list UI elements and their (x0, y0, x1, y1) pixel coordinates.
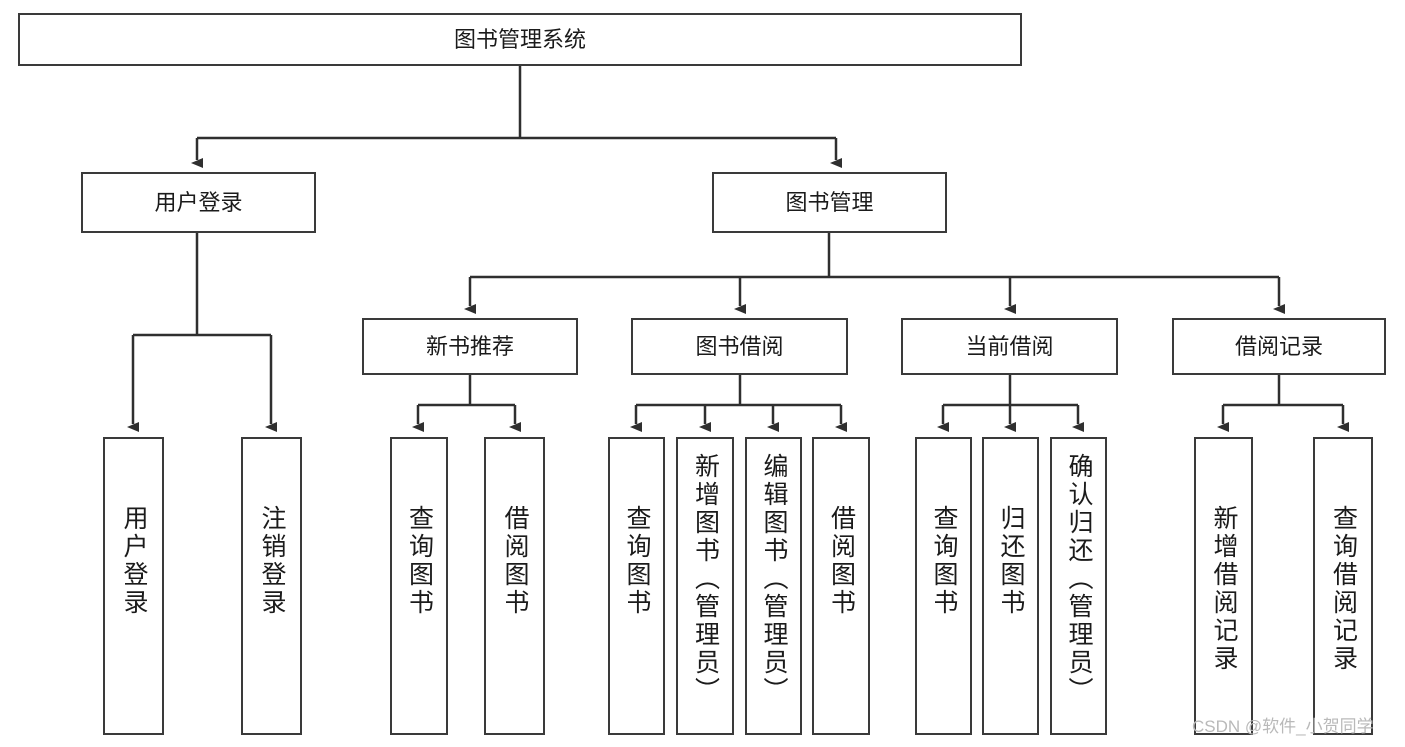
leaf-query-borrow-record[interactable]: 查询借阅记录 (1313, 437, 1373, 735)
leaf-logout-login[interactable]: 注销登录 (241, 437, 302, 735)
node-new-book-recommend[interactable]: 新书推荐 (362, 318, 578, 375)
node-book-borrow[interactable]: 图书借阅 (631, 318, 848, 375)
node-label: 查询图书 (405, 505, 434, 617)
leaf-query-book-recommend[interactable]: 查询图书 (390, 437, 448, 735)
node-label: 当前借阅 (965, 333, 1054, 359)
node-label: 查询图书 (623, 505, 651, 617)
leaf-query-book-current[interactable]: 查询图书 (915, 437, 972, 735)
leaf-add-book-admin[interactable]: 新增图书（管理员） (676, 437, 734, 735)
node-root-system[interactable]: 图书管理系统 (18, 13, 1022, 66)
node-label: 借阅记录 (1234, 333, 1323, 359)
node-label: 新书推荐 (425, 333, 514, 359)
node-label: 查询借阅记录 (1329, 505, 1358, 673)
csdn-watermark: CSDN @软件_小贺同学 (1192, 717, 1374, 736)
leaf-borrow-book-recommend[interactable]: 借阅图书 (484, 437, 545, 735)
leaf-query-book-borrow[interactable]: 查询图书 (608, 437, 665, 735)
node-label: 确认归还（管理员） (1065, 453, 1093, 705)
node-label: 用户登录 (154, 189, 243, 215)
leaf-user-login[interactable]: 用户登录 (103, 437, 164, 735)
leaf-return-book[interactable]: 归还图书 (982, 437, 1039, 735)
leaf-confirm-return-admin[interactable]: 确认归还（管理员） (1050, 437, 1107, 735)
node-label: 新增借阅记录 (1210, 505, 1238, 673)
leaf-edit-book-admin[interactable]: 编辑图书（管理员） (745, 437, 802, 735)
node-label: 新增图书（管理员） (691, 453, 720, 705)
node-book-management[interactable]: 图书管理 (712, 172, 947, 233)
node-label: 借阅图书 (827, 505, 856, 617)
node-label: 归还图书 (997, 505, 1025, 617)
node-label: 借阅图书 (501, 505, 529, 617)
node-label: 用户登录 (120, 505, 148, 617)
node-label: 编辑图书（管理员） (760, 453, 788, 705)
node-current-borrow[interactable]: 当前借阅 (901, 318, 1118, 375)
node-label: 图书管理系统 (453, 26, 586, 52)
node-label: 注销登录 (258, 505, 286, 617)
leaf-add-borrow-record[interactable]: 新增借阅记录 (1194, 437, 1253, 735)
node-label: 查询图书 (930, 505, 958, 617)
node-borrow-record[interactable]: 借阅记录 (1172, 318, 1386, 375)
node-label: 图书管理 (785, 189, 874, 215)
node-label: 图书借阅 (695, 333, 784, 359)
leaf-borrow-book[interactable]: 借阅图书 (812, 437, 870, 735)
node-user-login[interactable]: 用户登录 (81, 172, 316, 233)
